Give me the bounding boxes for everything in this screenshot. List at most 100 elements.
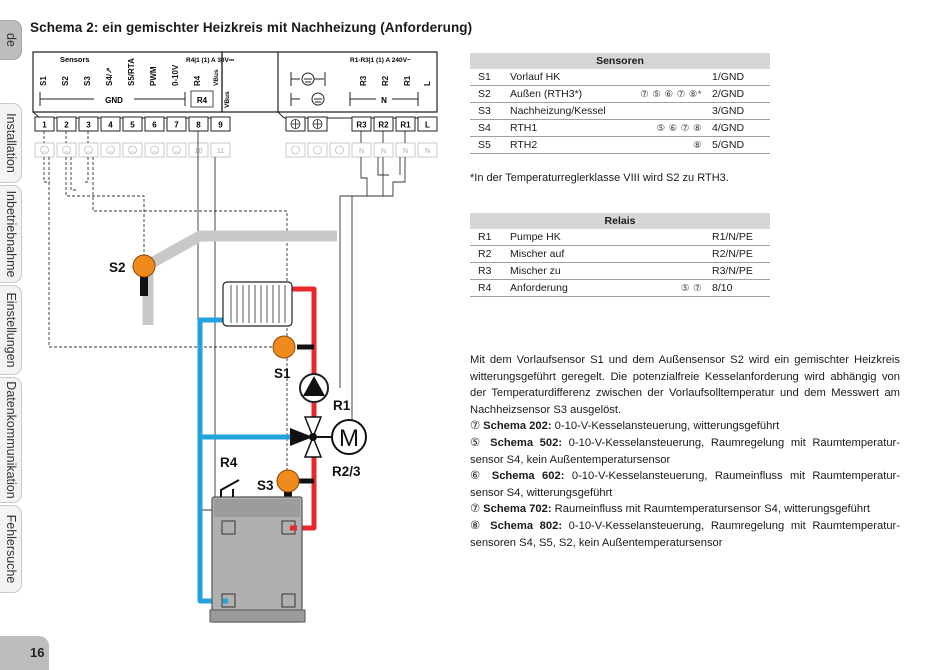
label-r2-top: R2 [381, 75, 390, 86]
schema-item: ⑦ Schema 702: Raumeinfluss mit Raumtempe… [470, 501, 900, 518]
label-s1: S1 [39, 76, 48, 86]
label-vbus-top: VBus [213, 69, 220, 86]
tab-inbetriebnahme[interactable]: Inbetriebnahme [0, 185, 22, 283]
row-name: Nachheizung/Kessel [506, 102, 626, 120]
tab-datenkommunikation[interactable]: Datenkommunikation [0, 377, 22, 503]
row-id: R4 [470, 279, 506, 297]
row-term: 2/GND [706, 85, 770, 103]
row-term: R1/N/PE [706, 229, 770, 246]
sensor-s1 [272, 335, 296, 359]
row-id: S1 [470, 69, 506, 86]
tab-installation[interactable]: Installation [0, 103, 22, 183]
row-id: S5 [470, 136, 506, 154]
row-term: 8/10 [706, 279, 770, 297]
mixer-valve: M [290, 416, 367, 458]
tab-de[interactable]: de [0, 20, 22, 60]
schema-symbol: ⑥ [470, 470, 485, 483]
row-name: RTH2 [506, 136, 626, 154]
terminal-number: R3 [356, 121, 367, 130]
label-010v: 0-10V [171, 64, 180, 86]
terminal-n: N [381, 148, 386, 155]
row-id: S2 [470, 85, 506, 103]
row-term: 4/GND [706, 119, 770, 137]
row-id: R2 [470, 245, 506, 263]
r4-label: R4 [197, 96, 208, 105]
schema-name: Schema 202: [483, 420, 552, 433]
schema-symbol: ⑦ [470, 503, 481, 516]
terminal-number: 5 [130, 121, 135, 130]
row-id: S4 [470, 119, 506, 137]
schema-symbol: ⑦ [470, 420, 481, 433]
label-r1-top: R1 [403, 75, 412, 86]
schema-text: 0-10-V-Kesselansteuerung, Raumregelung m… [470, 436, 901, 466]
row-schemes: ⑤ ⑦ [644, 279, 706, 297]
row-schemes: ⑤ ⑥ ⑦ ⑧ [625, 119, 706, 137]
wiring-diagram: Sensors R4|1 (1) A 30V⎓ R1-R3|1 (1) A 24… [32, 51, 438, 623]
pump-r1 [299, 373, 329, 403]
footnote: *In der Temperaturreglerklasse VIII wird… [470, 172, 729, 184]
schema-item: ⑧ Schema 802: 0-10-V-Kesselansteuerung, … [470, 518, 900, 551]
terminal-n: N [359, 148, 364, 155]
radiator [222, 281, 293, 327]
label-s5: S5/RTA [127, 58, 136, 86]
tab-einstellungen[interactable]: Einstellungen [0, 285, 22, 375]
terminal-n: N [425, 148, 430, 155]
schema-symbol: ⑤ [470, 436, 484, 449]
schema-item: ⑥ Schema 602: 0-10-V-Kesselansteuerung, … [470, 468, 900, 501]
relais-header: Relais [470, 213, 770, 229]
schema-text: 0-10-V-Kesselansteuerung, Raumeinfluss m… [470, 470, 900, 499]
row-name: Mischer auf [506, 245, 645, 263]
label-s2: S2 [61, 76, 70, 86]
terminal-number: 2 [64, 121, 69, 130]
schema-text: Raumeinfluss mit Raumtemperatursensor S4… [554, 503, 870, 516]
label-r3-top: R3 [359, 75, 368, 86]
row-id: R3 [470, 262, 506, 280]
sensor-s3 [276, 469, 300, 497]
s2-label: S2 [109, 260, 126, 275]
terminal-number: 3 [86, 121, 91, 130]
vbus-label: VBus [224, 91, 231, 108]
row-name: Pumpe HK [506, 229, 645, 246]
row-schemes: ⑦ ⑤ ⑥ ⑦ ⑧* [625, 85, 706, 103]
row-name: Außen (RTH3*) [506, 85, 626, 103]
tab-fehlersuche[interactable]: Fehlersuche [0, 505, 22, 593]
schema-item: ⑤ Schema 502: 0-10-V-Kesselansteuerung, … [470, 435, 900, 468]
terminal-number: 7 [174, 121, 179, 130]
s3-label: S3 [257, 478, 274, 493]
row-term: 1/GND [706, 69, 770, 86]
s1-label: S1 [274, 366, 291, 381]
schema-text: 0-10-V-Kesselansteuerung, Raumregelung m… [470, 519, 901, 549]
sensors-header: Sensors [60, 55, 90, 64]
schema-name: Schema 602: [491, 470, 565, 483]
row-id: S3 [470, 102, 506, 120]
description: Mit dem Vorlaufsensor S1 und dem Außense… [470, 352, 900, 551]
row-term: 5/GND [706, 136, 770, 154]
label-l-top: L [423, 81, 432, 86]
schema-name: Schema 702: [483, 503, 552, 516]
schema-name: Schema 502: [490, 436, 563, 449]
description-intro: Mit dem Vorlaufsensor S1 und dem Außense… [470, 354, 900, 416]
row-name: Vorlauf HK [506, 69, 626, 86]
terminal-number: R2 [378, 121, 389, 130]
terminal-n: N [403, 148, 408, 155]
r23-label: R2/3 [332, 464, 361, 479]
row-name: Mischer zu [506, 262, 645, 280]
r4-diagram-label: R4 [220, 455, 238, 470]
terminal-number: 1 [42, 121, 47, 130]
sensor-s2 [132, 254, 156, 296]
terminal-number: 9 [218, 121, 223, 130]
terminal-number: 4 [108, 121, 113, 130]
row-term: R3/N/PE [706, 262, 770, 280]
terminal-number: L [425, 121, 430, 130]
label-s4: S4/↗ [105, 67, 114, 86]
